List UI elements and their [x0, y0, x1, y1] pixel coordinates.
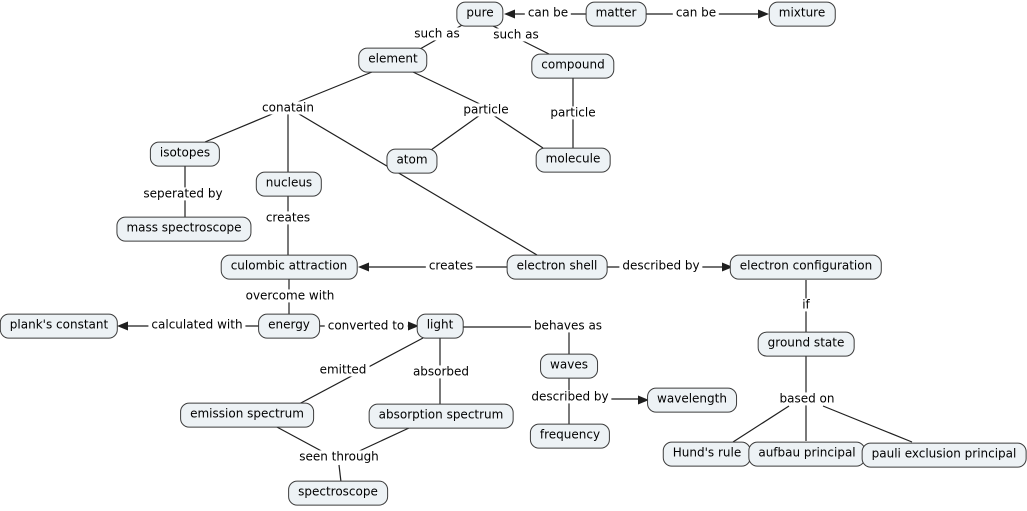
concept-node-frequency[interactable]: frequency [529, 423, 611, 449]
edge-line-particle-atom [430, 114, 481, 151]
concept-node-element[interactable]: element [358, 47, 428, 73]
linking-phrase-such-as-left[interactable]: such as [411, 27, 463, 41]
edge-line-based-on-pauli [822, 405, 913, 443]
concept-node-aufbau-principal[interactable]: aufbau principal [748, 441, 866, 467]
linking-phrase-described-by-shell[interactable]: described by [619, 259, 703, 273]
arrowhead-arrow-into-light [408, 321, 419, 331]
edge-line-emission-seen-through [274, 425, 328, 455]
concept-node-absorption-spectrum[interactable]: absorption spectrum [368, 403, 514, 429]
linking-phrase-overcome-with[interactable]: overcome with [242, 289, 338, 303]
concept-node-ground-state[interactable]: ground state [757, 331, 855, 357]
edge-line-conatain-isotopes [204, 111, 278, 143]
concept-node-hunds-rule[interactable]: Hund's rule [662, 441, 752, 467]
concept-node-spectroscope[interactable]: spectroscope [288, 480, 388, 506]
edge-line-conatain-electron-shell [293, 110, 538, 256]
linking-phrase-such-as-right[interactable]: such as [490, 28, 542, 42]
edge-line-seen-through-spectroscope [338, 464, 342, 483]
concept-node-isotopes[interactable]: isotopes [149, 141, 221, 167]
linking-phrase-described-by-waves[interactable]: described by [528, 390, 612, 404]
concept-node-mass-spectroscope[interactable]: mass spectroscope [116, 216, 252, 242]
edge-line-element-particle [412, 71, 485, 107]
concept-node-culombic-attraction[interactable]: culombic attraction [220, 254, 358, 280]
linking-phrase-can-be-left[interactable]: can be [524, 6, 572, 20]
edge-line-based-on-hunds [732, 405, 790, 443]
linking-phrase-particle-right[interactable]: particle [547, 106, 599, 120]
concept-node-electron-shell[interactable]: electron shell [506, 254, 608, 280]
linking-phrase-seperated-by[interactable]: seperated by [140, 187, 226, 201]
arrowhead-arrow-into-pure [504, 9, 515, 19]
concept-node-light[interactable]: light [416, 313, 464, 339]
concept-node-emission-spectrum[interactable]: emission spectrum [180, 402, 314, 428]
linking-phrase-calculated-with[interactable]: calculated with [148, 318, 246, 332]
linking-phrase-if[interactable]: if [799, 298, 813, 312]
concept-node-wavelength[interactable]: wavelength [647, 387, 737, 413]
concept-node-nucleus[interactable]: nucleus [255, 171, 323, 197]
linking-phrase-converted-to[interactable]: converted to [324, 319, 408, 333]
arrowhead-arrow-into-planks [117, 321, 128, 331]
linking-phrase-emitted[interactable]: emitted [316, 363, 370, 377]
concept-node-pauli-exclusion-principal[interactable]: pauli exclusion principal [861, 442, 1027, 468]
linking-phrase-based-on[interactable]: based on [776, 392, 838, 406]
arrowhead-arrow-into-mixture [758, 9, 769, 19]
concept-node-pure[interactable]: pure [456, 1, 504, 27]
linking-phrase-behaves-as[interactable]: behaves as [530, 319, 606, 333]
concept-node-electron-configuration[interactable]: electron configuration [729, 254, 883, 280]
edge-line-absorption-seen-through [354, 427, 410, 454]
concept-node-matter[interactable]: matter [585, 1, 647, 27]
linking-phrase-creates-shell[interactable]: creates [425, 259, 477, 273]
concept-node-atom[interactable]: atom [386, 148, 438, 174]
edge-line-particle-molecule [492, 114, 544, 149]
edge-line-element-conatain [287, 71, 373, 107]
concept-node-compound[interactable]: compound [531, 53, 615, 79]
concept-node-mixture[interactable]: mixture [768, 1, 836, 27]
linking-phrase-conatain[interactable]: conatain [259, 101, 317, 115]
linking-phrase-absorbed[interactable]: absorbed [409, 365, 473, 379]
concept-node-waves[interactable]: waves [540, 353, 598, 379]
arrowhead-arrow-into-wavelength [638, 395, 649, 405]
arrowhead-arrow-into-culombic [358, 262, 369, 272]
concept-node-planks-constant[interactable]: plank's constant [0, 313, 119, 339]
arrowhead-arrow-into-config [722, 262, 733, 272]
linking-phrase-creates-nucleus[interactable]: creates [262, 211, 314, 225]
linking-phrase-particle-left[interactable]: particle [460, 103, 512, 117]
linking-phrase-can-be-right[interactable]: can be [672, 6, 720, 20]
concept-node-energy[interactable]: energy [258, 313, 320, 339]
linking-phrase-seen-through[interactable]: seen through [296, 450, 382, 464]
concept-node-molecule[interactable]: molecule [535, 147, 611, 173]
